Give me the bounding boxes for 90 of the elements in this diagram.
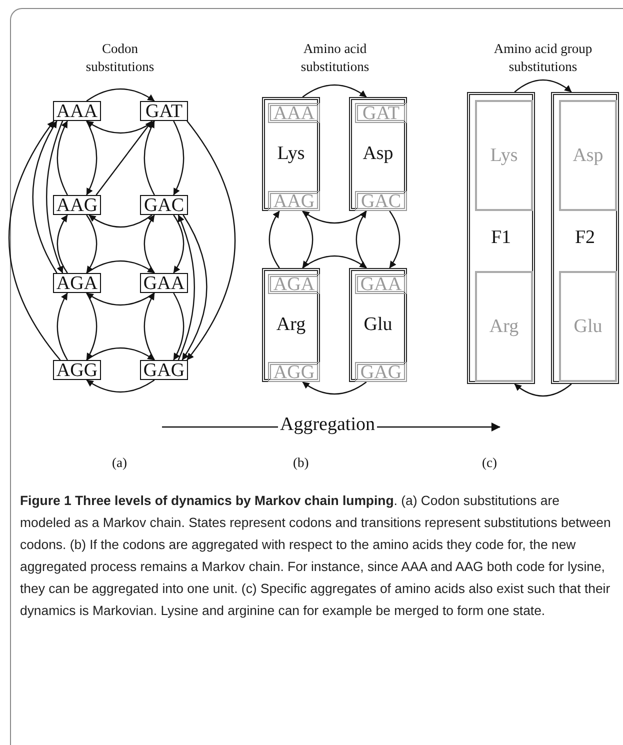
transition-arrow — [86, 292, 155, 306]
group-box — [467, 92, 535, 384]
figure-caption: Figure 1 Three levels of dynamics by Markov chain lumping. (a) Codon substitutions are modeled as a Markov chain. States represent codons and transitions represent substitutions between codons. (b) If the codons are aggregated with respect to the amino acids they code for, the new aggregated process remains a Markov chain. For instance, since AAA and AAG both code for lysine, they can be aggregated into one unit. (c) Specific aggregates of amino acids also exist such that their dynamics is Markovian. Lysine and arginine can for example be merged to form one state. — [20, 492, 612, 620]
transition-arrow — [356, 210, 367, 268]
node-label: AGG — [273, 362, 315, 382]
transition-arrow — [144, 214, 155, 274]
codon-box — [268, 191, 320, 211]
node-label: GAA — [360, 274, 402, 294]
amino-acid-box — [475, 271, 533, 382]
transition-arrow — [173, 214, 184, 274]
group-box — [262, 97, 320, 211]
node-label: AAG — [273, 192, 315, 210]
node-label: AAA — [56, 102, 98, 120]
codon-box — [140, 101, 188, 121]
node-label: Asp — [572, 144, 604, 166]
node-label: F1 — [490, 227, 512, 249]
amino-acid-box — [559, 271, 617, 382]
panel-tag: (c) — [482, 455, 497, 471]
node-label: Lys — [490, 144, 518, 166]
transition-arrow — [56, 292, 68, 360]
node-label: Asp — [362, 143, 394, 165]
codon-box — [268, 103, 320, 123]
transition-arrow — [96, 120, 152, 196]
panel-tag: (b) — [293, 455, 309, 471]
transition-arrow — [302, 382, 367, 395]
transition-arrow — [88, 214, 152, 228]
amino-acid-box — [559, 100, 617, 211]
codon-box — [268, 274, 320, 294]
transition-arrow — [302, 210, 314, 268]
transition-arrow — [56, 214, 68, 274]
amino-acid-box — [475, 100, 533, 211]
node-label: Arg — [276, 314, 306, 336]
node-label: GAA — [143, 274, 185, 292]
panel-title: Amino acid group substitutions — [492, 40, 594, 76]
codon-box — [268, 362, 320, 382]
transition-arrow — [86, 260, 155, 274]
node-label: AAA — [273, 104, 315, 122]
group-box — [262, 268, 320, 382]
node-label: GAG — [360, 362, 402, 382]
panel-title: Codon substitutions — [84, 40, 156, 76]
node-label: Glu — [364, 314, 392, 336]
node-label: GAG — [143, 360, 185, 380]
node-label: Arg — [489, 316, 519, 338]
node-label: GAT — [146, 102, 182, 120]
group-box — [551, 92, 619, 384]
transition-arrow — [389, 210, 400, 268]
panel-title: Amino acid substitutions — [300, 40, 370, 76]
node-label: F2 — [574, 227, 596, 249]
transition-arrow — [182, 214, 208, 360]
transition-arrow — [186, 120, 236, 360]
transition-arrow — [144, 292, 155, 360]
transition-arrow — [302, 210, 367, 224]
codon-box — [355, 103, 407, 123]
transition-arrow — [86, 214, 98, 274]
transition-arrow — [173, 120, 184, 196]
transition-arrow — [144, 120, 155, 196]
transition-arrow — [268, 210, 280, 268]
transition-arrow — [56, 120, 68, 196]
node-label: AGA — [273, 274, 315, 294]
transition-arrow — [86, 292, 98, 360]
codon-box — [140, 195, 188, 215]
transition-arrow — [86, 88, 155, 102]
group-box — [349, 97, 407, 211]
transition-arrow — [32, 120, 58, 274]
node-label: GAC — [144, 196, 184, 214]
group-box — [349, 268, 407, 382]
transition-arrow — [8, 120, 61, 360]
codon-box — [355, 191, 407, 211]
node-label: GAC — [360, 192, 402, 210]
node-label: Glu — [574, 316, 602, 338]
transition-arrow — [302, 84, 367, 98]
panel-tag: (a) — [112, 455, 127, 471]
arrow-label: Aggregation — [278, 414, 377, 436]
transition-arrow — [86, 120, 155, 134]
transition-arrow — [86, 120, 98, 196]
codon-box — [355, 362, 407, 382]
transition-arrow — [514, 384, 572, 397]
transition-arrow — [86, 380, 155, 393]
codon-box — [355, 274, 407, 294]
node-label: GAT — [362, 104, 400, 122]
node-label: AGG — [56, 360, 98, 380]
transition-arrow — [46, 120, 64, 274]
transition-arrow — [178, 214, 195, 360]
node-label: Lys — [277, 143, 305, 165]
transition-arrow — [173, 292, 184, 360]
transition-arrow — [514, 79, 572, 92]
node-label: AAG — [56, 196, 98, 214]
transition-arrow — [302, 255, 367, 268]
transition-arrow — [86, 347, 155, 360]
node-label: AGA — [56, 274, 98, 292]
